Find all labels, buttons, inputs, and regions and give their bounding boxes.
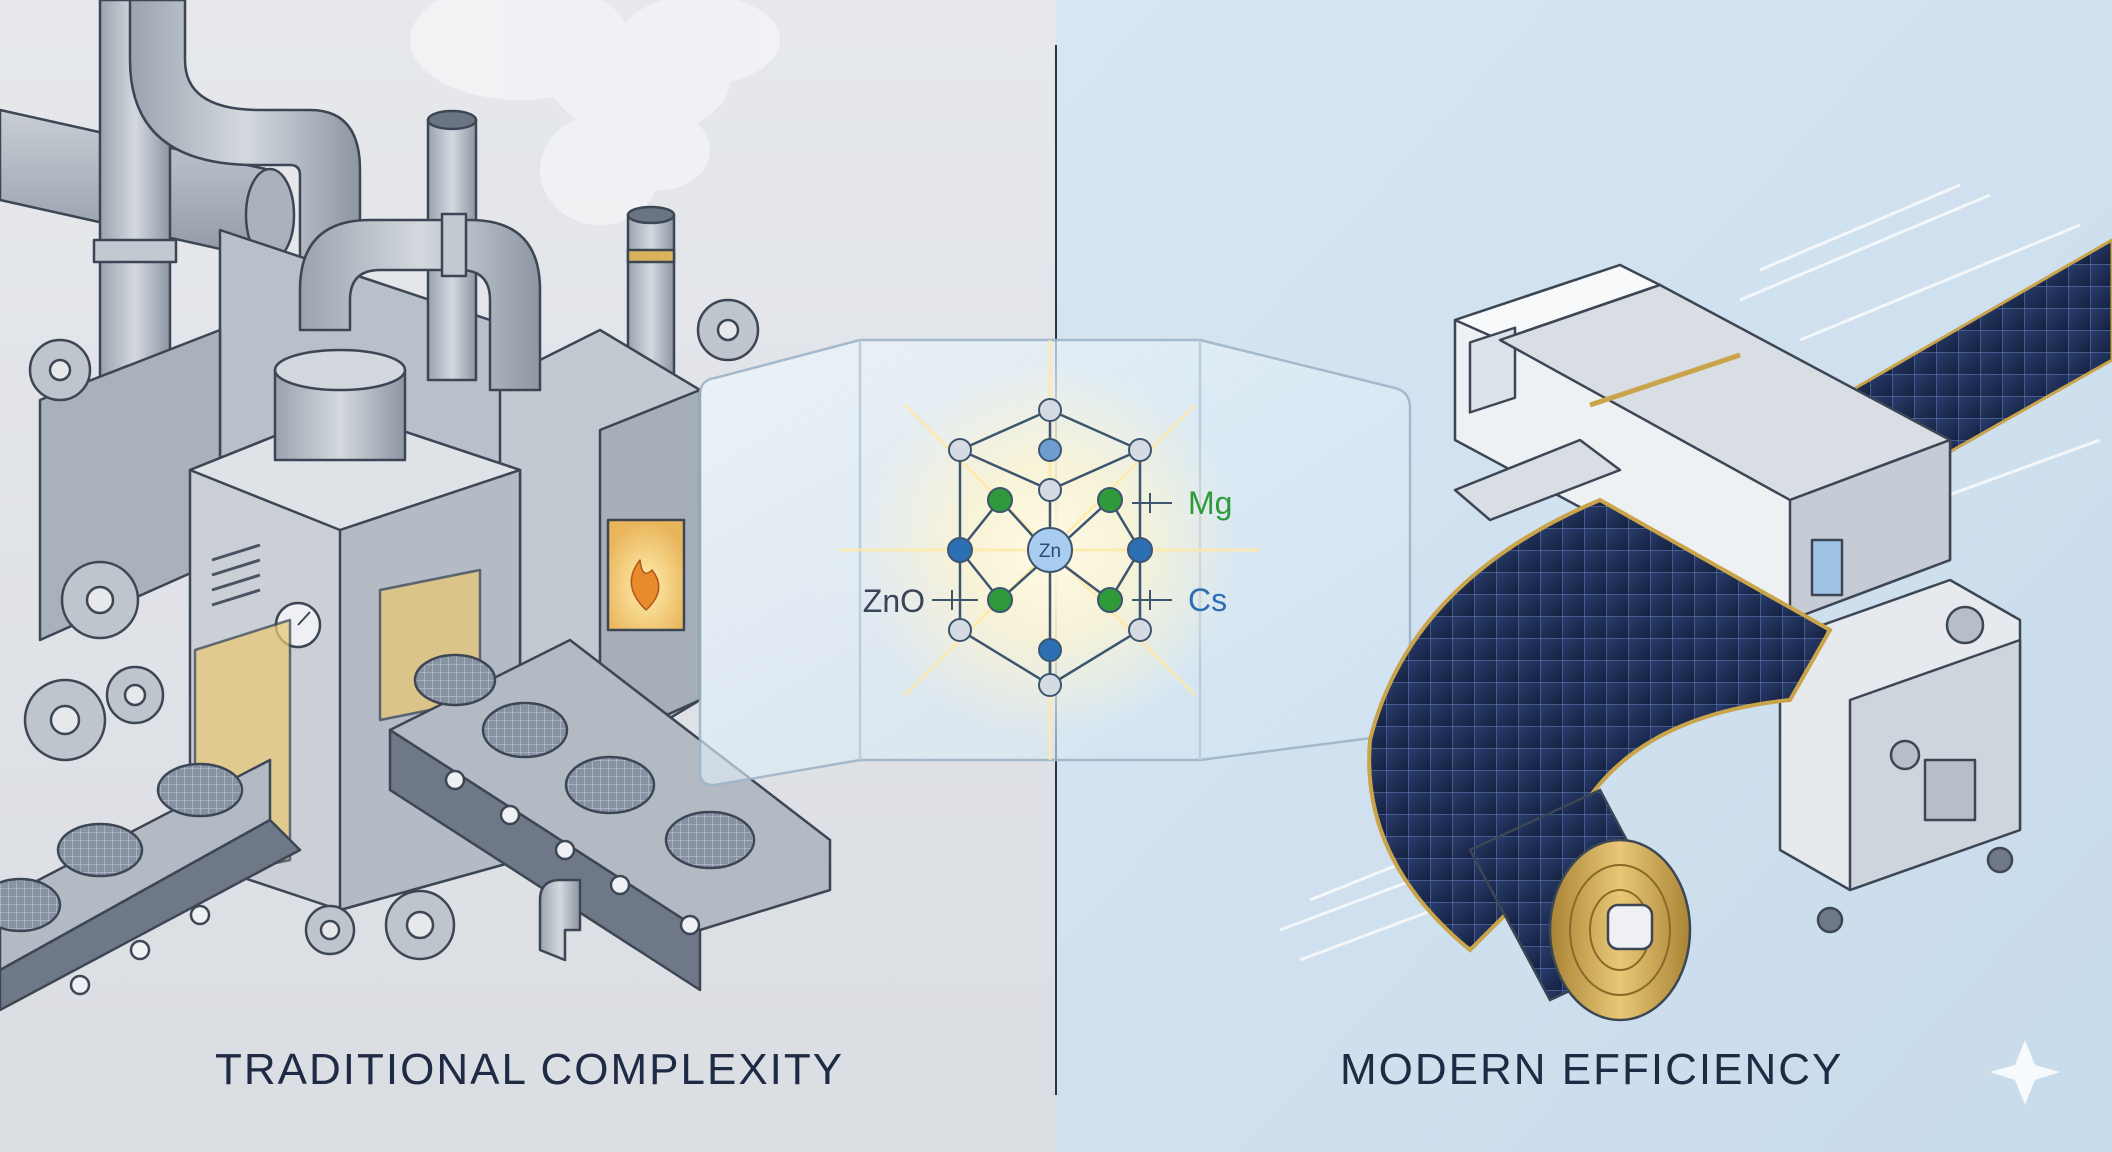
solar-roll — [1468, 788, 1692, 1022]
atom — [948, 438, 972, 462]
atom-center-label: Zn — [1039, 541, 1061, 562]
smoke-clouds — [410, 0, 780, 225]
atom — [1127, 537, 1153, 563]
printer — [1453, 263, 2022, 934]
gear-icons — [23, 298, 760, 961]
atom — [1128, 618, 1152, 642]
caption-modern: MODERN EFFICIENCY — [1340, 1045, 1844, 1094]
atom — [1038, 478, 1062, 502]
atom-center — [1027, 527, 1073, 573]
sparkle-icon — [1990, 1040, 2060, 1105]
atom — [1097, 587, 1123, 613]
conveyor-belts — [0, 638, 832, 1012]
caption-traditional: TRADITIONAL COMPLEXITY — [215, 1045, 845, 1094]
atom — [1038, 638, 1062, 662]
atom — [1038, 398, 1062, 422]
atom — [948, 618, 972, 642]
atom — [1038, 438, 1062, 462]
zno-label: ZnO — [863, 583, 925, 619]
atom — [1128, 438, 1152, 462]
mg-label: Mg — [1188, 485, 1232, 521]
atom — [947, 537, 973, 563]
atom — [1038, 673, 1062, 697]
molecule-label-ticks — [932, 493, 1172, 610]
atom — [1097, 487, 1123, 513]
solar-sheet-curve — [1367, 497, 1833, 953]
atom — [987, 587, 1013, 613]
atom — [987, 487, 1013, 513]
cs-label: Cs — [1188, 582, 1227, 618]
molecule-atoms — [947, 398, 1153, 697]
